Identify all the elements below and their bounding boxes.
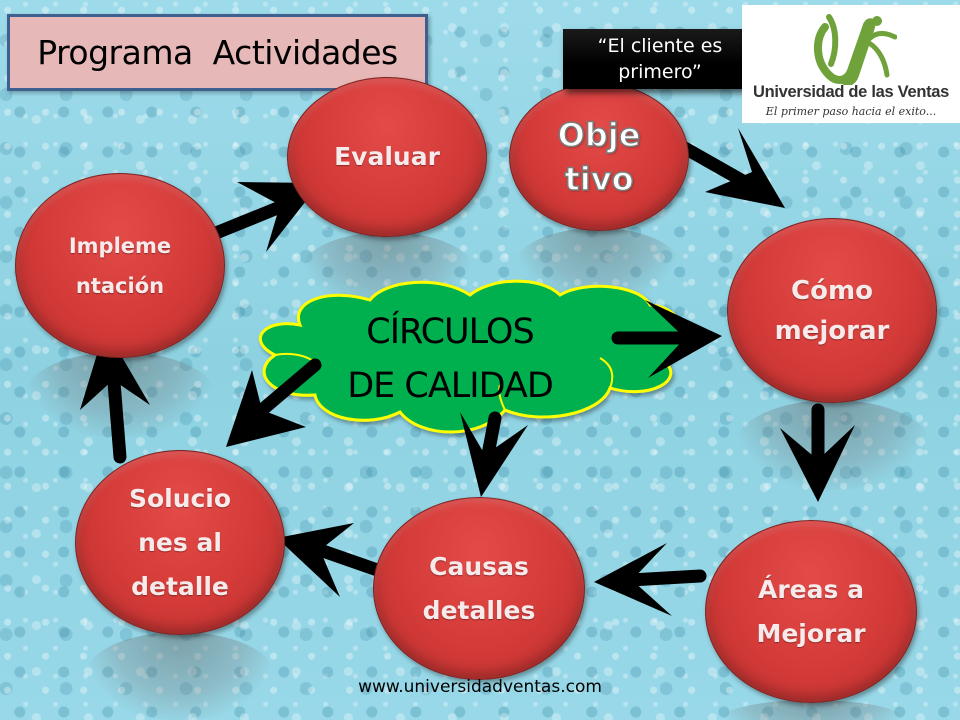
reflection-evaluar — [300, 232, 475, 312]
node-evaluar[interactable]: Evaluar — [287, 77, 487, 237]
arrow-areas-to-causas — [594, 543, 707, 616]
reflection-implementacion — [25, 352, 215, 437]
node-implementacion[interactable]: Impleme ntación — [15, 173, 225, 358]
reflection-soluciones — [85, 632, 275, 720]
page-title-box: Programa Actividades — [7, 14, 428, 91]
logo-tagline: El primer paso hacia el exito... — [765, 105, 937, 118]
logo[interactable]: Universidad de las Ventas El primer paso… — [742, 5, 960, 123]
arrow-cloud-to-causas — [460, 411, 528, 497]
page-title: Programa Actividades — [37, 33, 398, 72]
node-como-mejorar[interactable]: Cómo mejorar — [727, 218, 937, 403]
node-causas-detalles[interactable]: Causas detalles — [373, 497, 585, 680]
reflection-como-mejorar — [735, 400, 930, 490]
arrow-cloud-to-como-mejorar — [611, 300, 722, 378]
node-areas-a-mejorar[interactable]: Áreas a Mejorar — [705, 520, 917, 703]
center-label: CÍRCULOS DE CALIDAD — [347, 312, 554, 406]
logo-name: Universidad de las Ventas — [752, 83, 950, 101]
quote-box: “El cliente es primero” — [563, 29, 757, 89]
node-objetivo[interactable]: Obje tivo — [509, 83, 689, 231]
arrow-causas-to-soluciones — [277, 523, 390, 597]
node-soluciones-al-detalle[interactable]: Solucio nes al detalle — [75, 450, 285, 635]
quote-text: “El cliente es primero” — [597, 35, 723, 83]
footer-url[interactable]: www.universidadventas.com — [358, 677, 602, 697]
reflection-areas — [720, 700, 905, 720]
reflection-objetivo — [515, 228, 680, 303]
arrow-objetivo-to-como-mejorar — [676, 128, 785, 208]
uv-logo-icon — [814, 14, 897, 85]
